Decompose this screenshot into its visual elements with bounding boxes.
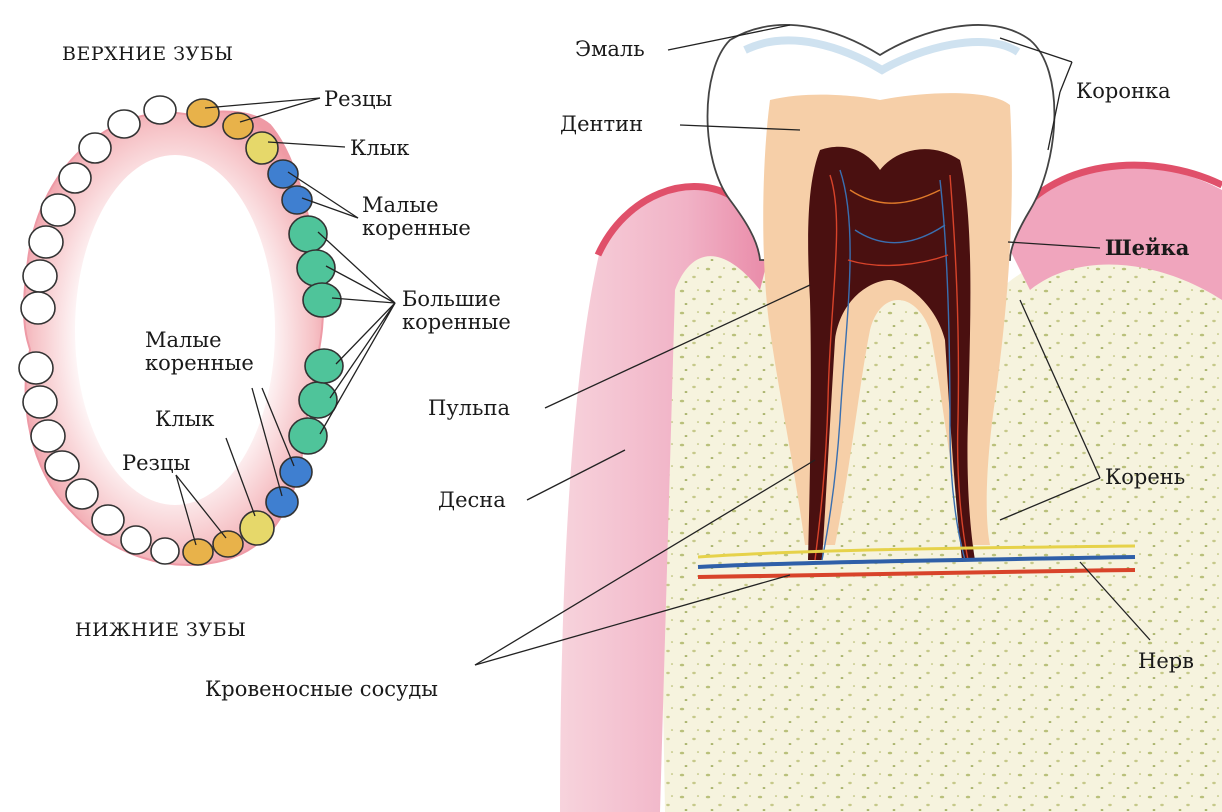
label-upper-canine: Клык <box>350 137 409 160</box>
label-dentin: Дентин <box>560 113 643 136</box>
label-neck: Шейка <box>1105 236 1189 259</box>
upper-canine <box>246 132 278 164</box>
label-molars: Большие коренные <box>402 288 552 334</box>
lower-canine <box>240 511 274 545</box>
label-enamel: Эмаль <box>575 38 645 61</box>
label-blood-vessels: Кровеносные сосуды <box>205 678 438 701</box>
label-upper-premolars: Малые коренные <box>362 194 512 240</box>
label-pulp: Пульпа <box>428 397 510 420</box>
label-crown: Коронка <box>1076 80 1171 103</box>
label-lower-incisors: Резцы <box>122 452 190 475</box>
label-gum: Десна <box>438 489 506 512</box>
label-lower-premolars: Малые коренные <box>145 329 295 375</box>
label-upper-incisors: Резцы <box>324 88 392 111</box>
tooth-section <box>475 25 1222 812</box>
upper-teeth-title: ВЕРХНИЕ ЗУБЫ <box>62 44 233 65</box>
label-root: Корень <box>1105 466 1185 489</box>
label-nerve: Нерв <box>1138 650 1194 673</box>
lower-teeth-title: НИЖНИЕ ЗУБЫ <box>75 620 246 641</box>
label-lower-canine: Клык <box>155 408 214 431</box>
